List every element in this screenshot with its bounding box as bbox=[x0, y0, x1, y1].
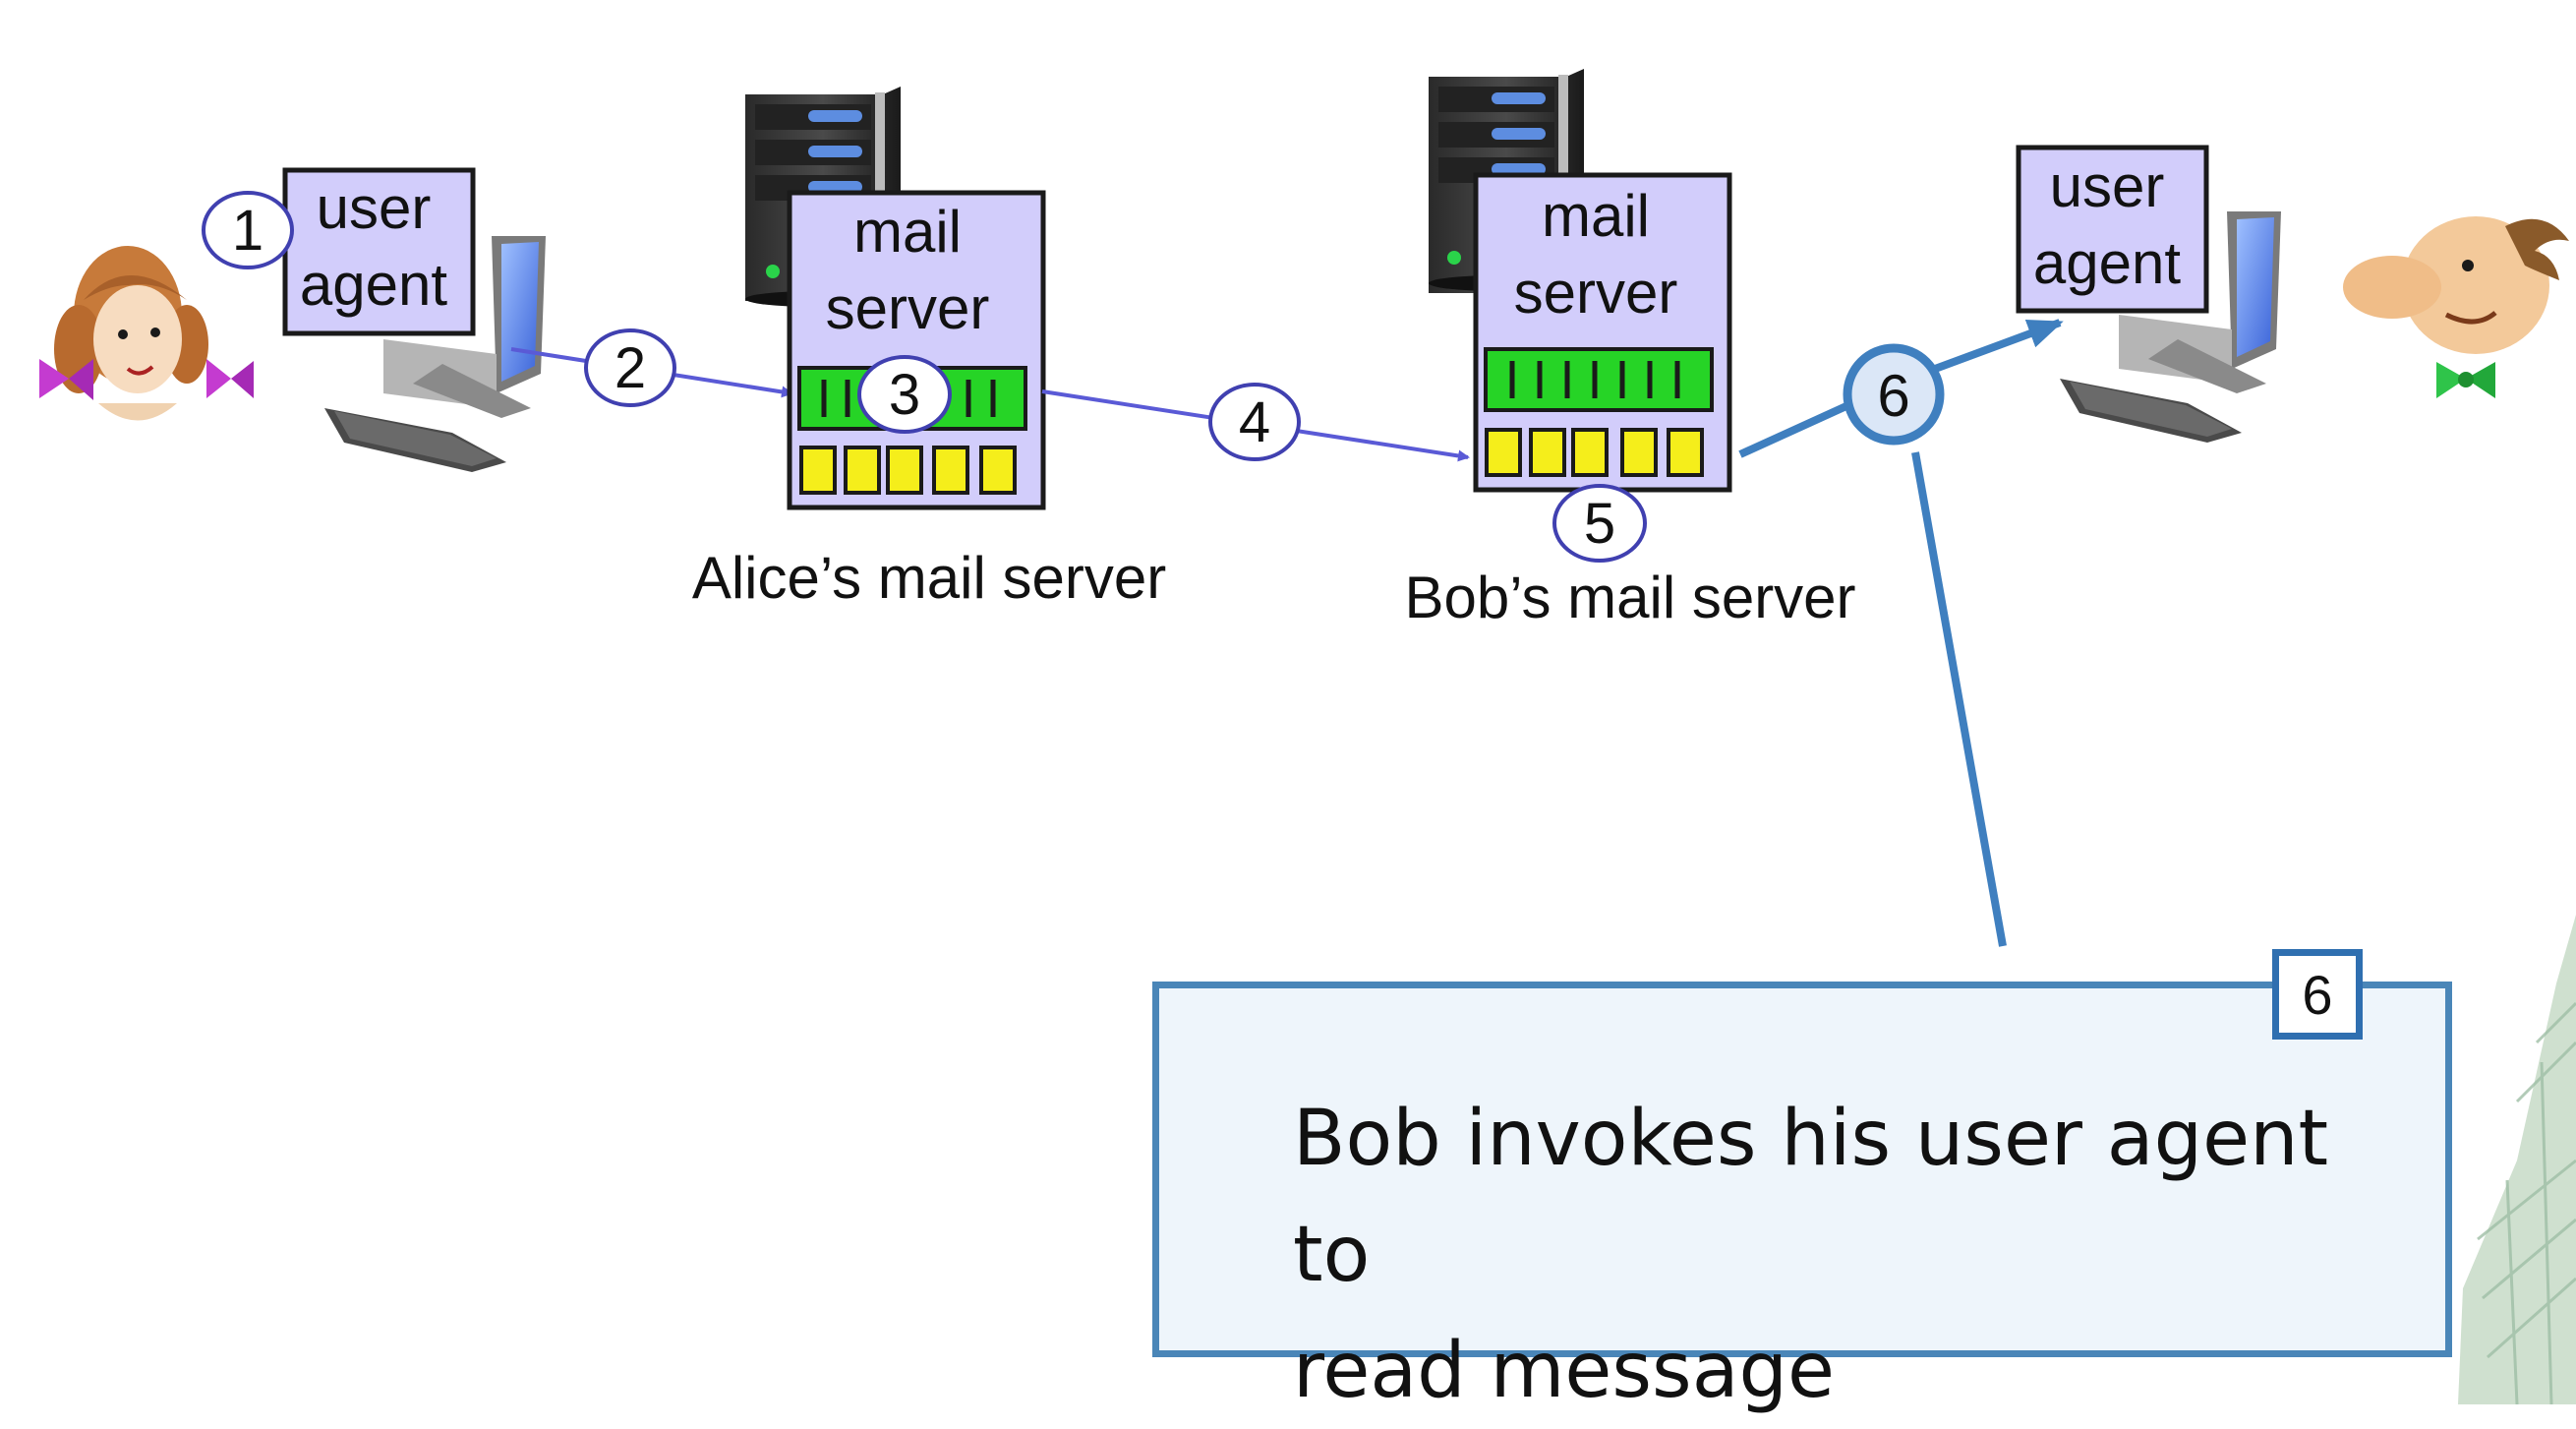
step-1-label: 1 bbox=[232, 199, 263, 263]
step-6-label: 6 bbox=[1877, 363, 1909, 429]
step-2-marker: 2 bbox=[584, 328, 676, 407]
bob-user-agent-box: user agent bbox=[2016, 145, 2209, 314]
callout-step-badge: 6 bbox=[2272, 949, 2363, 1040]
step-6-marker-highlighted: 6 bbox=[1843, 343, 1945, 446]
mailbox-slots bbox=[799, 446, 1017, 495]
bob-agent-label-line1: user bbox=[2050, 153, 2165, 219]
callout-line-1: Bob invokes his user agent to bbox=[1293, 1095, 2329, 1299]
callout-line-2: read message bbox=[1293, 1327, 1835, 1415]
bob-server-caption: Bob’s mail server bbox=[1404, 565, 1855, 630]
step-3-label: 3 bbox=[889, 363, 920, 427]
step-1-marker: 1 bbox=[202, 191, 294, 269]
step-4-marker: 4 bbox=[1208, 383, 1301, 461]
alice-cartoon-icon bbox=[39, 246, 254, 421]
step-6-callout: 6 Bob invokes his user agent to read mes… bbox=[1152, 949, 2452, 1415]
bob-server-label-line2: server bbox=[1514, 260, 1678, 326]
alice-agent-label-line2: agent bbox=[300, 252, 447, 318]
presenter-shirt-fragment bbox=[2458, 915, 2576, 1404]
step-2-label: 2 bbox=[615, 336, 646, 400]
mailbox-slots bbox=[1485, 428, 1704, 477]
step-3-marker: 3 bbox=[857, 355, 952, 434]
alice-user-agent-box: user agent bbox=[282, 167, 476, 336]
callout-pointer-line bbox=[1911, 451, 2007, 947]
callout-description: Bob invokes his user agent to read messa… bbox=[1293, 1081, 2424, 1429]
alice-server-label-line1: mail bbox=[853, 199, 962, 265]
desktop-computer-icon bbox=[324, 236, 546, 472]
arrow-bob-server-to-agent-part2 bbox=[1925, 319, 2064, 376]
alice-agent-label-line1: user bbox=[317, 175, 432, 241]
step-5-label: 5 bbox=[1584, 492, 1615, 556]
arrow-bob-server-to-agent-part1 bbox=[1738, 401, 1850, 458]
bob-mail-server-box: mail server Bob’s mail server bbox=[1404, 172, 1856, 630]
step-5-marker: 5 bbox=[1552, 484, 1647, 563]
alice-mail-server-box: mail server Alice’s mail server bbox=[692, 190, 1166, 611]
step-4-label: 4 bbox=[1239, 390, 1270, 454]
outgoing-message-queue bbox=[1484, 347, 1714, 412]
alice-server-label-line2: server bbox=[826, 275, 990, 341]
bob-cartoon-icon bbox=[2343, 216, 2569, 398]
bob-agent-label-line2: agent bbox=[2033, 230, 2181, 296]
bob-server-label-line1: mail bbox=[1542, 183, 1650, 249]
alice-server-caption: Alice’s mail server bbox=[692, 545, 1166, 611]
desktop-computer-icon bbox=[2060, 211, 2281, 443]
